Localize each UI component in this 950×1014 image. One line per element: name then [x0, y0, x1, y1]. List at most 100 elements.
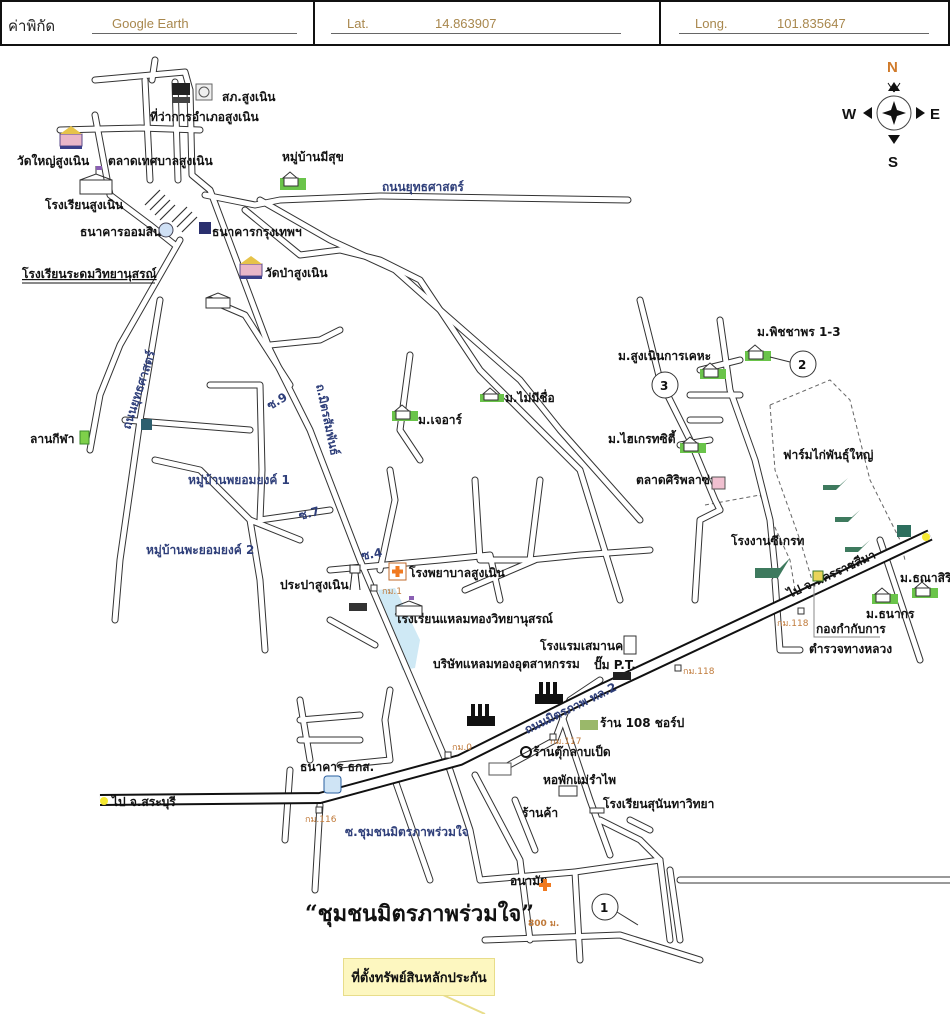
village-icon — [680, 436, 706, 453]
district-office-icon — [172, 83, 190, 103]
community-slogan: “ชุมชนมิตรภาพร่วมใจ” — [305, 901, 534, 927]
police-compound-line — [813, 585, 880, 638]
lotus-store-icon — [488, 762, 512, 776]
label-m-hightech-city: ม.ไฮเกรทซิตี้ — [608, 429, 677, 446]
label-village-phayom1: หมู่บ้านพยอมยงค์ 1 — [188, 473, 290, 488]
school-icon — [395, 596, 423, 617]
label-sunantha-school: โรงเรียนสุนันทาวิทยา — [602, 796, 714, 812]
label-shop108: ร้าน 108 ชอร์ป — [600, 716, 685, 730]
sport-field-icon — [79, 430, 90, 445]
collateral-location-callout: ที่ตั้งทรัพย์สินหลักประกัน — [343, 958, 495, 996]
arrow-east-icon — [916, 107, 925, 119]
label-highway-police-1: กองกำกับการ — [816, 622, 886, 636]
label-m-thanakorn: ม.ธนากร — [866, 607, 915, 621]
police-badge-icon — [195, 83, 213, 101]
label-district-office: ที่ว่าการอำเภอสูงเนิน — [150, 108, 259, 125]
road-label-to-korat: ไป จ.นครราชสีมา — [783, 547, 878, 602]
label-distance: 800 ม. — [528, 919, 559, 929]
gsb-bank-icon — [158, 222, 174, 238]
label-pt-station: ปั๊ม P.T. — [594, 655, 636, 672]
road-label-community-soi: ซ.ชุมชนมิตรภาพร่วมใจ — [345, 824, 469, 840]
km-marker: กม.117 — [550, 737, 581, 747]
coordinate-header: ค่าพิกัด Google Earth Lat. 14.863907 Lon… — [0, 0, 950, 46]
dorm-icon — [558, 785, 578, 797]
temple-icon — [239, 256, 263, 279]
road-label-soi9: ซ.9 — [265, 390, 290, 413]
market-icon — [711, 476, 726, 490]
km-marker: กม.118 — [777, 619, 809, 629]
coord-source-cell: ค่าพิกัด Google Earth — [2, 2, 315, 44]
label-sport-field: ลานกีฬา — [30, 432, 75, 446]
label-laemthong-company: บริษัทแหลมทองอุตสาหกรรม — [433, 657, 580, 672]
marker-1[interactable]: 1 — [591, 893, 619, 921]
km-marker: กม.118 — [683, 667, 715, 677]
seven-eleven-icon — [812, 570, 824, 582]
bank-icon — [897, 525, 911, 537]
label-health-center: อนามัย — [510, 874, 547, 888]
direction-dot-saraburi — [100, 797, 108, 805]
hotel-icon — [623, 635, 637, 655]
label-village-meesuk: หมู่บ้านมีสุข — [282, 150, 344, 165]
village-icon — [872, 587, 898, 604]
compass-rose: N S E W — [842, 59, 940, 171]
km-post-icon — [315, 584, 805, 814]
label-village-phayom2: หมู่บ้านพะยอมยงค์ 2 — [146, 543, 254, 558]
coord-label: ค่าพิกัด — [8, 17, 56, 35]
label-school-sungnoen: โรงเรียนสูงเนิน — [44, 197, 124, 213]
farm-boundary — [769, 379, 906, 561]
label-hospital: โรงพยาบาลสูงเนิน — [408, 565, 506, 581]
marker-3[interactable]: 3 — [651, 371, 679, 399]
km-marker: กม.0 — [452, 743, 472, 753]
road-label-yuthasart: ถนนยุทธศาสตร์ — [382, 180, 464, 195]
compass-e: E — [930, 106, 940, 123]
road-label-to-saraburi: ไป จ.สระบุรี — [110, 794, 176, 810]
village-icon — [480, 387, 504, 402]
bbl-bank-icon — [199, 222, 211, 234]
svg-text:3: 3 — [660, 379, 668, 393]
label-highway-police-2: ตำรวจทางหลวง — [809, 642, 892, 656]
label-laemthong-school: โรงเรียนแหลมทองวิทยานุสรณ์ — [394, 611, 553, 627]
arrow-west-icon — [863, 107, 872, 119]
highway-mittraphap — [99, 529, 933, 806]
factory-icon — [467, 704, 495, 726]
svg-text:1: 1 — [600, 901, 608, 915]
label-wat-yai: วัดใหญ่สูงเนิน — [17, 153, 90, 169]
underline — [331, 33, 621, 34]
underline — [92, 33, 297, 34]
arrow-north-icon — [888, 82, 900, 91]
compass-n: N — [887, 59, 898, 76]
bank-baac-icon — [323, 775, 342, 794]
gas-station-icon — [613, 672, 631, 680]
crosswalk — [144, 189, 198, 233]
building-icon — [349, 603, 367, 611]
label-police: สภ.สูงเนิน — [222, 90, 276, 105]
marker-2[interactable]: 2 — [789, 350, 817, 378]
label-radom-school: โรงเรียนระดมวิทยานุสรณ์ — [21, 266, 157, 282]
temple-icon — [59, 126, 83, 149]
school-icon — [589, 807, 605, 814]
road-label-soi7: ซ.7 — [297, 504, 321, 523]
pond — [378, 588, 420, 670]
marker-leader — [616, 911, 639, 926]
long-cell: Long. 101.835647 — [661, 2, 948, 44]
km-marker: กม.116 — [305, 815, 337, 825]
village-icon — [700, 362, 726, 379]
shop-icon — [580, 720, 598, 730]
coord-source: Google Earth — [112, 16, 189, 31]
label-market: ตลาดเทศบาลสูงเนิน — [108, 154, 214, 169]
village-icon — [912, 581, 938, 598]
label-dorm: หอพักแม่รำไพ — [543, 772, 616, 787]
label-duck-restaurant: ร้านตุ๊กลาบเป็ด — [533, 744, 611, 760]
road-label-soi4: ซ.4 — [360, 546, 383, 563]
compass-w: W — [842, 106, 857, 123]
village-icon — [280, 171, 306, 190]
compass-s: S — [888, 154, 898, 171]
direction-dot-korat — [922, 533, 930, 541]
label-water-works: ประปาสูงเนิน — [280, 578, 349, 593]
label-m-thanasiri: ม.ธณาสิริ — [900, 571, 950, 585]
label-siri-plaza: ตลาดศิริพลาซ่า — [636, 473, 717, 487]
village-icon — [392, 404, 418, 421]
label-cgrade-factory: โรงงานซีเกรท — [730, 533, 805, 548]
label-hotel: โรงแรมเสมานคร — [539, 638, 630, 653]
school-icon — [79, 166, 113, 195]
